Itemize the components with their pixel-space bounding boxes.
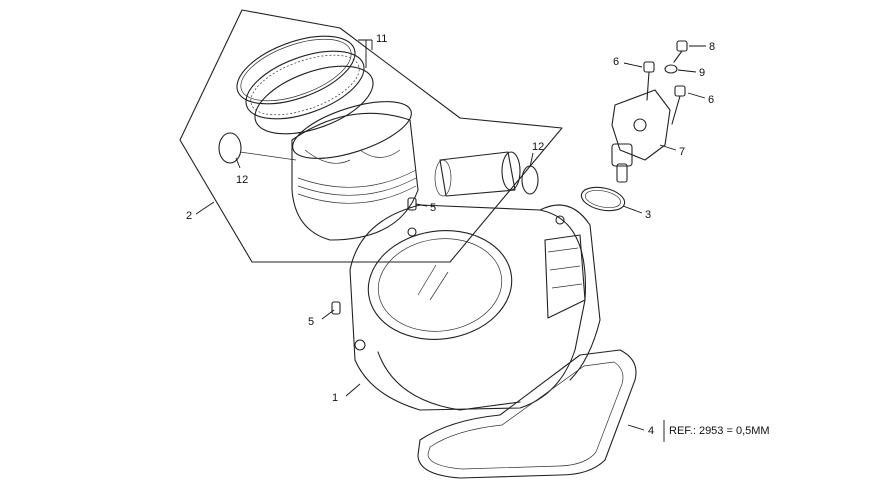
cylinder (349, 204, 601, 411)
bolt-right (671, 85, 686, 125)
base-gasket (417, 349, 637, 479)
callout-12-left: 12 (236, 174, 248, 186)
bolt-left (643, 61, 655, 101)
callout-4: 4 (648, 425, 654, 437)
washer (664, 64, 678, 74)
piston (291, 101, 419, 241)
callout-5-upper: 5 (430, 202, 436, 214)
ref-note: REF.: 2953 = 0,5MM (669, 425, 770, 437)
callout-6-left: 6 (613, 56, 619, 68)
leader-lines (195, 39, 706, 442)
dowel-pin-lower (331, 301, 341, 315)
chain-tensioner (611, 89, 671, 183)
callout-6-right: 6 (708, 94, 714, 106)
callout-5-lower: 5 (308, 316, 314, 328)
callout-8: 8 (709, 41, 715, 53)
callout-7: 7 (679, 146, 685, 158)
piston-rings (236, 35, 374, 135)
callout-2: 2 (186, 210, 192, 222)
callout-3: 3 (645, 209, 651, 221)
circlip-right (521, 165, 539, 195)
wrist-pin (434, 151, 521, 197)
callout-9: 9 (699, 67, 705, 79)
callout-12-right: 12 (532, 141, 544, 153)
bolt-top (673, 40, 688, 63)
o-ring (580, 186, 626, 212)
piston-kit-frame (179, 9, 563, 263)
callout-11: 11 (376, 33, 387, 45)
circlip-left (218, 132, 242, 164)
callout-1: 1 (332, 392, 338, 404)
